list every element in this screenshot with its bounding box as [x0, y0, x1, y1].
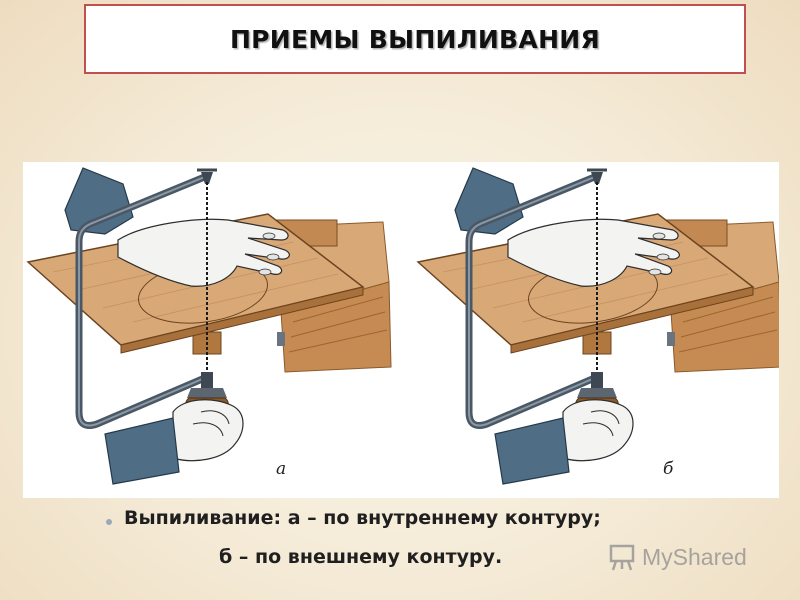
- panel-label-b: б: [663, 459, 674, 479]
- caption-line-2: б – по внешнему контуру.: [219, 546, 503, 568]
- panel-a-drawing: [28, 168, 391, 484]
- bullet-point: [106, 519, 112, 525]
- title-box: ПРИЕМЫ ВЫПИЛИВАНИЯ: [84, 4, 746, 74]
- watermark: MyShared: [608, 540, 768, 574]
- illustration-svg: [23, 162, 779, 498]
- caption-line-1: Выпиливание: а – по внутреннему контуру;: [124, 507, 601, 529]
- slide-title: ПРИЕМЫ ВЫПИЛИВАНИЯ: [229, 24, 601, 54]
- panel-label-a: а: [276, 459, 287, 479]
- panel-b-drawing: [418, 168, 779, 484]
- presentation-board-icon: [609, 544, 635, 571]
- jigsaw-illustration: а б: [23, 162, 779, 498]
- watermark-text: MyShared: [642, 543, 747, 570]
